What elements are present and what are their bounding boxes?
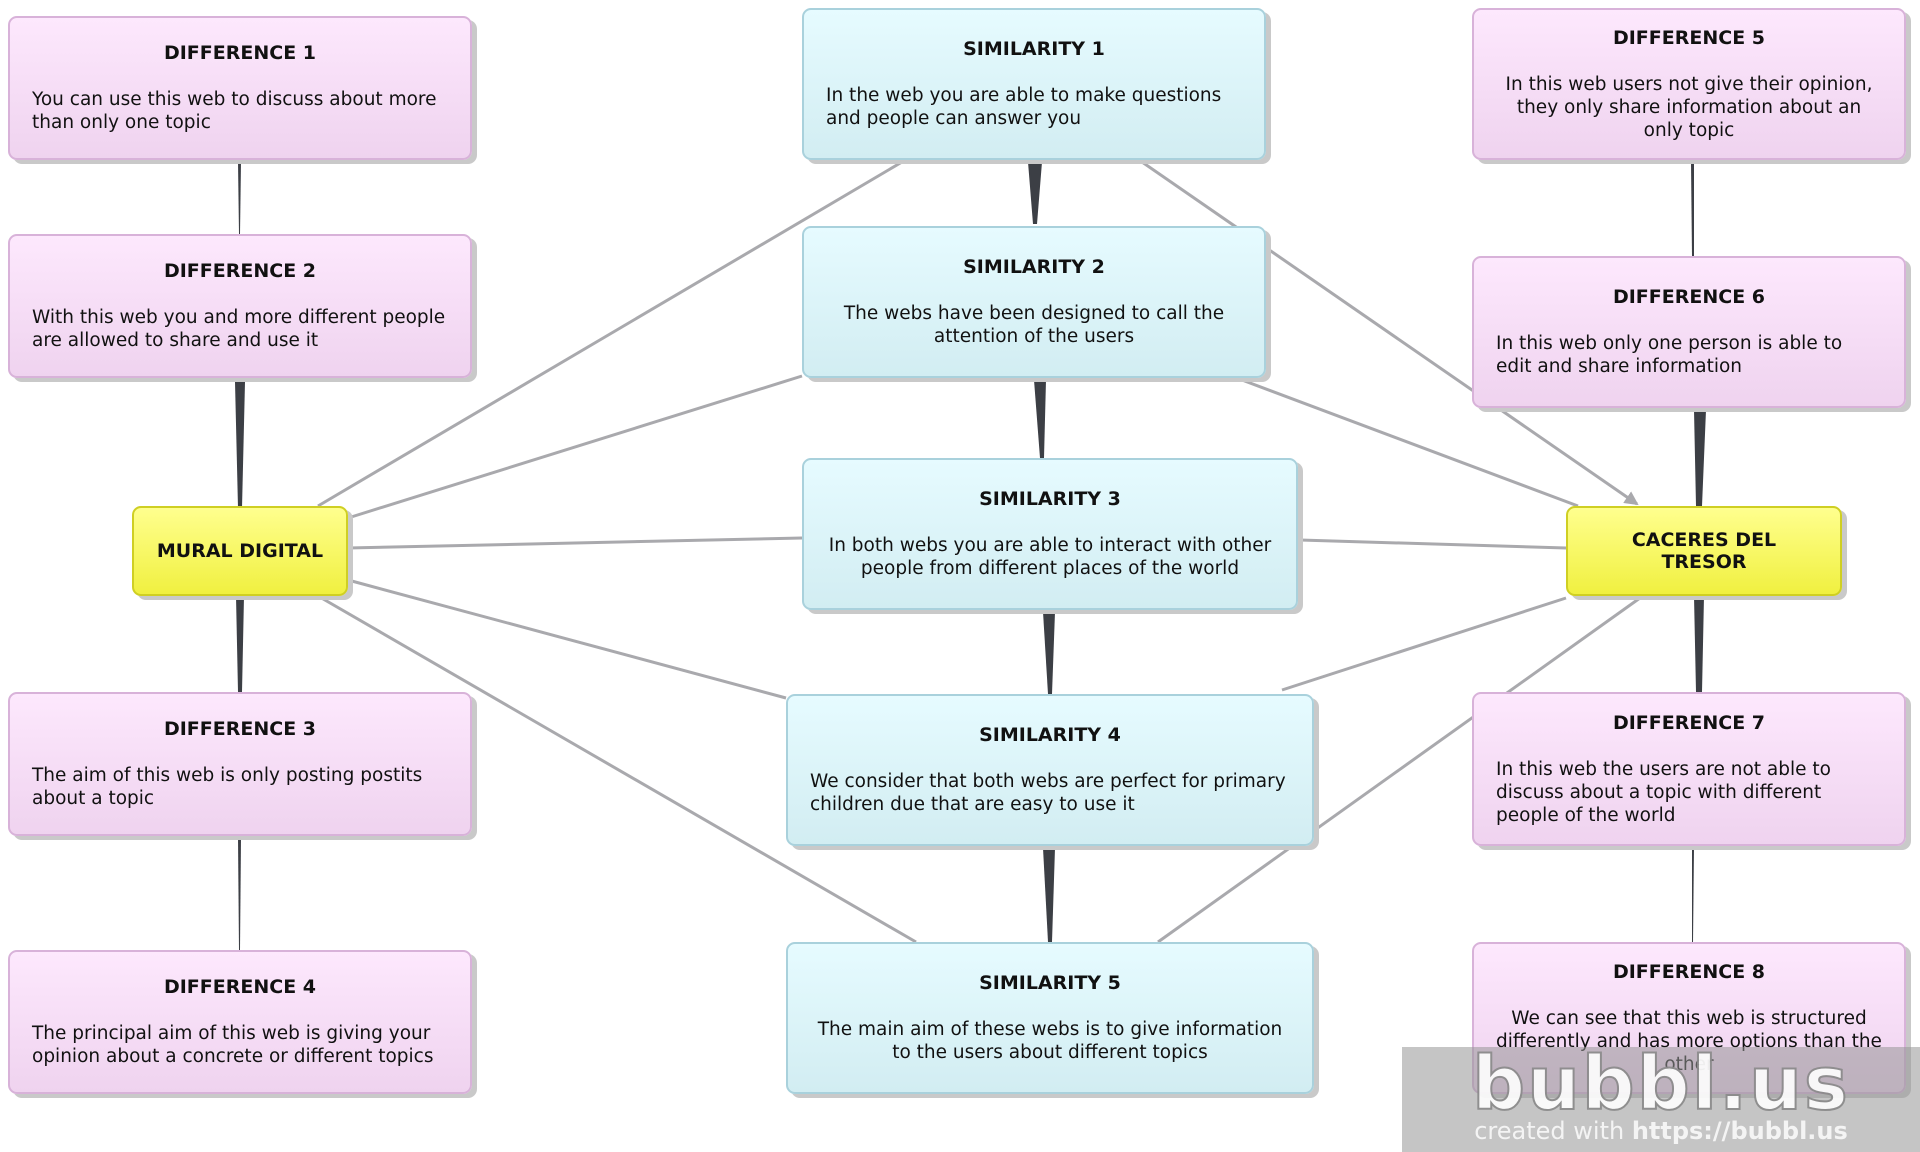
node-title: DIFFERENCE 3 <box>163 718 317 740</box>
node-title: SIMILARITY 1 <box>963 38 1105 60</box>
link-sim2-caceres <box>1241 378 1579 508</box>
node-title: SIMILARITY 3 <box>979 488 1121 510</box>
node-title: MURAL DIGITAL <box>156 540 324 562</box>
link-sim1-caceres <box>1141 160 1639 506</box>
tagline-url: https://bubbl.us <box>1631 1117 1848 1145</box>
node-text: The webs have been designed to call the … <box>843 303 1225 347</box>
tree-link-sim1-sim2 <box>1028 162 1042 224</box>
node-title: DIFFERENCE 8 <box>1612 960 1766 983</box>
bubblus-logo: bubbl.us <box>1471 1040 1850 1128</box>
tree-link-mural-diff2 <box>235 382 245 508</box>
node-difference-6[interactable]: DIFFERENCE 6 In this web only one person… <box>1472 256 1906 408</box>
node-text: In the web you are able to make question… <box>826 85 1222 129</box>
node-caceres-del-tresor[interactable]: CACERES DEL TRESOR <box>1566 506 1842 596</box>
tree-link-caceres-diff8 <box>1692 848 1694 942</box>
node-similarity-4[interactable]: SIMILARITY 4 We consider that both webs … <box>786 694 1314 846</box>
node-similarity-5[interactable]: SIMILARITY 5 The main aim of these webs … <box>786 942 1314 1094</box>
link-sim5-caceres <box>1157 596 1641 944</box>
node-similarity-2[interactable]: SIMILARITY 2 The webs have been designed… <box>802 226 1266 378</box>
tree-link-caceres-diff6 <box>1694 410 1706 506</box>
node-text: We consider that both webs are perfect f… <box>810 771 1286 815</box>
link-sim3-caceres <box>1299 538 1567 550</box>
node-title: DIFFERENCE 2 <box>163 260 317 282</box>
node-text: In this web the users are not able to di… <box>1496 758 1831 826</box>
tree-link-sim4-sim5 <box>1043 848 1055 942</box>
node-title: DIFFERENCE 4 <box>163 976 317 998</box>
node-text: With this web you and more different peo… <box>32 307 446 351</box>
tree-link-mural-diff4 <box>238 838 241 950</box>
tree-link-caceres-diff5 <box>1691 163 1694 256</box>
node-difference-5[interactable]: DIFFERENCE 5 In this web users not give … <box>1472 8 1906 160</box>
node-title: DIFFERENCE 7 <box>1612 711 1766 734</box>
tree-link-mural-diff3 <box>236 596 244 692</box>
link-mural-sim4 <box>347 578 787 700</box>
tree-link-sim3-sim4 <box>1043 612 1055 694</box>
bubblus-watermark[interactable]: bubbl.us created with https://bubbl.us <box>1402 1040 1920 1152</box>
watermark-tagline: created with https://bubbl.us <box>1402 1117 1920 1145</box>
node-text: The aim of this web is only posting post… <box>32 765 423 809</box>
node-title: DIFFERENCE 1 <box>163 42 317 64</box>
node-title: SIMILARITY 5 <box>979 972 1121 994</box>
node-similarity-1[interactable]: SIMILARITY 1 In the web you are able to … <box>802 8 1266 160</box>
node-text: The main aim of these webs is to give in… <box>817 1019 1283 1063</box>
link-mural-sim1 <box>317 160 903 508</box>
node-mural-digital[interactable]: MURAL DIGITAL <box>132 506 348 596</box>
node-similarity-3[interactable]: SIMILARITY 3 In both webs you are able t… <box>802 458 1298 610</box>
node-difference-2[interactable]: DIFFERENCE 2 With this web you and more … <box>8 234 472 378</box>
node-text: In this web only one person is able to e… <box>1496 333 1843 377</box>
link-mural-sim2 <box>347 374 803 520</box>
node-difference-4[interactable]: DIFFERENCE 4 The principal aim of this w… <box>8 950 472 1094</box>
tagline-prefix: created with <box>1474 1117 1632 1145</box>
link-sim4-caceres <box>1281 596 1567 692</box>
tree-link-mural-diff1 <box>238 162 241 234</box>
node-title: DIFFERENCE 6 <box>1612 286 1766 308</box>
node-text: You can use this web to discuss about mo… <box>32 89 437 133</box>
node-title: SIMILARITY 4 <box>979 724 1121 746</box>
node-text: In both webs you are able to interact wi… <box>828 535 1272 579</box>
node-title: SIMILARITY 2 <box>963 256 1105 278</box>
link-mural-sim5 <box>317 594 917 944</box>
node-difference-3[interactable]: DIFFERENCE 3 The aim of this web is only… <box>8 692 472 836</box>
node-title: DIFFERENCE 5 <box>1612 26 1766 49</box>
tree-link-caceres-diff7 <box>1694 596 1704 692</box>
node-difference-1[interactable]: DIFFERENCE 1 You can use this web to dis… <box>8 16 472 160</box>
node-difference-7[interactable]: DIFFERENCE 7 In this web the users are n… <box>1472 692 1906 846</box>
link-mural-sim3 <box>347 536 803 550</box>
node-text: In this web users not give their opinion… <box>1505 73 1873 141</box>
node-text: The principal aim of this web is giving … <box>32 1023 434 1067</box>
node-title: CACERES DEL TRESOR <box>1631 529 1777 573</box>
tree-link-sim2-sim3 <box>1034 380 1046 458</box>
